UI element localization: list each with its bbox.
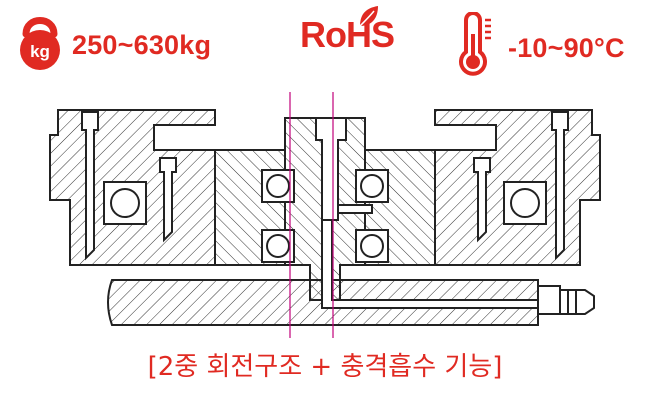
grease-channel: [321, 204, 539, 309]
bearing-cross-section-diagram: [49, 92, 601, 338]
thermometer-icon: [459, 12, 491, 76]
ball-bearings: [103, 169, 547, 263]
temperature-spec: -10~90°C: [458, 12, 625, 76]
rohs-spec: RoHS: [300, 6, 395, 56]
weight-spec: kg 250~630kg: [12, 12, 211, 72]
grease-nipple: [537, 285, 595, 315]
bolts: [81, 111, 569, 261]
temperature-range-label: -10~90°C: [508, 32, 625, 63]
rohs-label: RoHS: [300, 14, 395, 55]
kettlebell-weight-icon: kg: [20, 17, 60, 70]
leaf-icon: [359, 6, 378, 27]
rotation-centerlines: [289, 92, 334, 338]
weight-range-label: 250~630kg: [72, 29, 212, 60]
feature-caption: [2중 회전구조 + 충격흡수 기능]: [147, 352, 503, 382]
weight-badge-label: kg: [30, 42, 50, 61]
